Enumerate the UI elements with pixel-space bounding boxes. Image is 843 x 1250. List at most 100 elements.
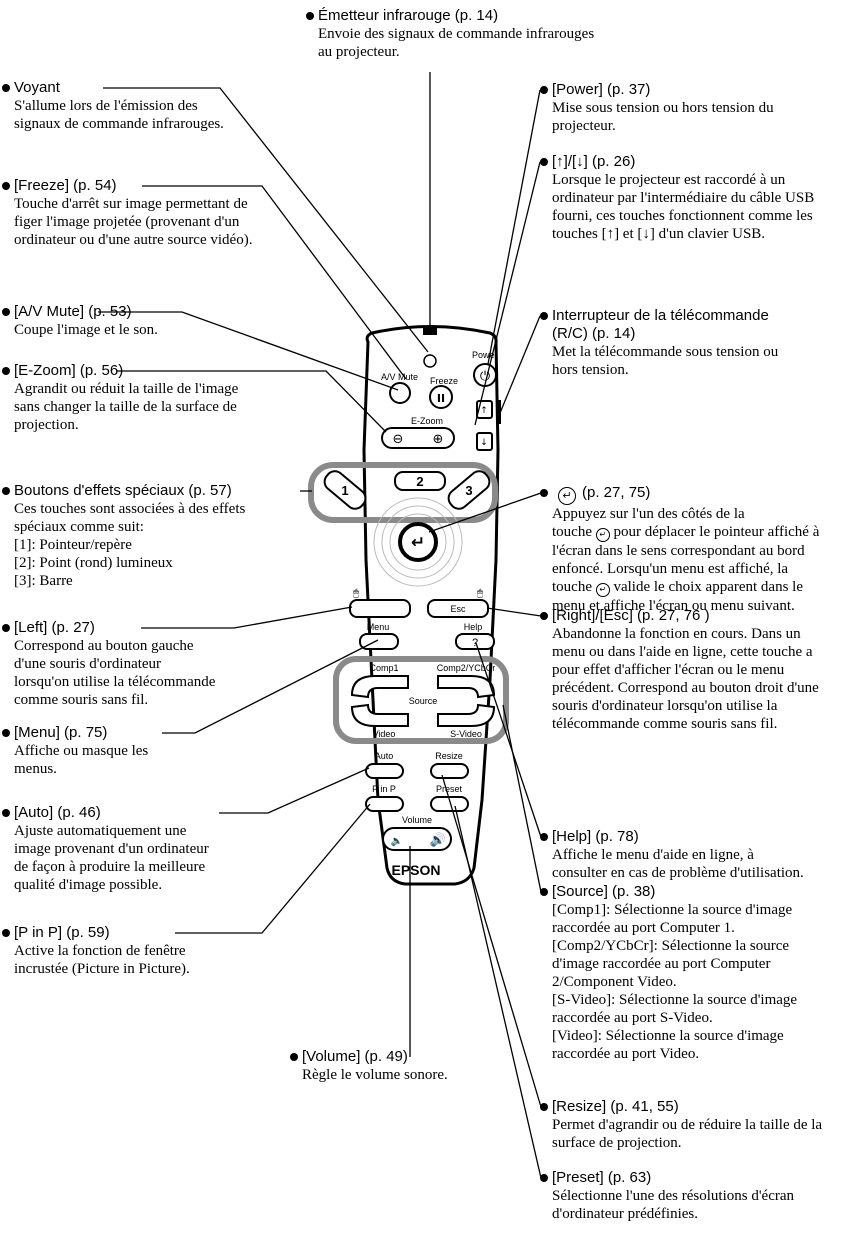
pad-ring-inner <box>389 513 447 571</box>
callout-enter-title-row: ↵ (p. 27, 75) <box>540 484 840 505</box>
pinp-label: P in P <box>372 784 396 794</box>
callout-preset: [Preset] (p. 63) Sélectionne l'une des r… <box>540 1169 840 1223</box>
video-button[interactable] <box>350 703 409 727</box>
comp1-button[interactable] <box>350 675 409 699</box>
zoom-in-icon: ⊕ <box>433 432 444 447</box>
ezoom-button[interactable] <box>381 427 455 449</box>
menu-button[interactable] <box>359 633 399 650</box>
callout-pinp: [P in P] (p. 59) Active la fonction de f… <box>2 924 322 978</box>
enter-desc-4a: touche <box>552 579 592 595</box>
brand-logo: EPSON <box>391 862 440 878</box>
callout-preset-title: [Preset] (p. 63) <box>540 1169 840 1187</box>
callout-avmute-title: [A/V Mute] (p. 53) <box>2 303 322 321</box>
power-icon: ⏻ <box>480 369 490 384</box>
callout-arrows: [↑]/[↓] (p. 26) Lorsque le projecteur es… <box>540 153 840 243</box>
callout-emetteur-title: Émetteur infrarouge (p. 14) <box>306 7 606 25</box>
effect-3-label: 3 <box>465 483 472 498</box>
avmute-button[interactable] <box>389 382 411 404</box>
comp2-button[interactable] <box>437 675 496 699</box>
volume-up-icon: 🔊 <box>430 831 446 848</box>
down-arrow-icon: ↓ <box>480 438 488 448</box>
callout-ezoom-desc: Agrandit ou réduit la taille de l'image … <box>14 381 239 433</box>
pinp-button[interactable] <box>365 796 404 812</box>
callout-freeze: [Freeze] (p. 54) Touche d'arrêt sur imag… <box>2 177 322 249</box>
callout-enter-title: (p. 27, 75) <box>582 484 651 501</box>
callout-emetteur-desc: Envoie des signaux de commande infraroug… <box>318 26 595 60</box>
effect-1-label: 1 <box>341 483 348 498</box>
callout-auto-desc: Ajuste automatiquement une image provena… <box>14 823 209 893</box>
callout-effets-item: [2]: Point (rond) lumineux <box>14 555 173 571</box>
callout-power-desc: Mise sous tension ou hors tension du pro… <box>552 100 774 134</box>
esc-label: Esc <box>450 604 466 614</box>
callout-help-title: [Help] (p. 78) <box>540 828 840 846</box>
enter-icon: ↵ <box>595 583 610 597</box>
enter-desc-2b: pour déplacer le pointeur <box>613 524 764 540</box>
enter-icon: ↵ <box>595 528 610 542</box>
callout-rc-title: Interrupteur de la télécommande <box>540 307 840 325</box>
zoom-out-icon: ⊖ <box>393 432 404 447</box>
enter-desc-1: Appuyez sur l'un des côtés de la <box>552 506 745 522</box>
video-label: Video <box>373 729 396 739</box>
resize-label: Resize <box>435 751 463 761</box>
callout-source-line: [Comp1]: Sélectionne la source d'image r… <box>552 902 793 936</box>
callout-preset-desc: Sélectionne l'une des résolutions d'écra… <box>552 1188 794 1222</box>
power-label: Power <box>472 350 498 360</box>
auto-button[interactable] <box>365 763 404 779</box>
callout-rc-title2: (R/C) (p. 14) <box>552 325 636 342</box>
help-button[interactable] <box>455 633 495 650</box>
resize-button[interactable] <box>430 763 469 779</box>
rc-switch <box>496 400 501 424</box>
callout-enter-desc: Appuyez sur l'un des côtés de la touche … <box>540 505 822 615</box>
callout-help-desc: Affiche le menu d'aide en ligne, à consu… <box>552 847 804 881</box>
callout-menu: [Menu] (p. 75) Affiche ou masque les men… <box>2 724 322 778</box>
effect-button-1[interactable] <box>321 468 369 513</box>
effect-button-3[interactable] <box>445 468 493 513</box>
callout-source-title: [Source] (p. 38) <box>540 883 840 901</box>
callout-left: [Left] (p. 27) Correspond au bouton gauc… <box>2 619 322 709</box>
effect-2-label: 2 <box>416 474 423 489</box>
callout-enter: ↵ (p. 27, 75) Appuyez sur l'un des côtés … <box>540 484 840 615</box>
freeze-button[interactable] <box>429 385 453 409</box>
enter-desc-3: affiché à l'écran dans le sens correspon… <box>552 524 820 577</box>
callout-freeze-title: [Freeze] (p. 54) <box>2 177 322 195</box>
callout-pinp-title: [P in P] (p. 59) <box>2 924 322 942</box>
callout-auto-title: [Auto] (p. 46) <box>2 804 322 822</box>
callout-avmute-desc: Coupe l'image et le son. <box>14 322 158 338</box>
callout-auto: [Auto] (p. 46) Ajuste automatiquement un… <box>2 804 322 894</box>
help-question-icon: ? <box>472 637 478 649</box>
comp2-label: Comp2/YCbCr <box>437 663 496 673</box>
mouse-left-icon: 🖱 <box>353 587 359 599</box>
enter-desc-2a: touche <box>552 524 592 540</box>
callout-voyant: Voyant S'allume lors de l'émission des s… <box>2 79 322 133</box>
freeze-label: Freeze <box>430 376 458 386</box>
enter-button[interactable] <box>398 522 438 562</box>
ir-emitter <box>423 327 437 335</box>
enter-desc-5: dans le menu et affiche l'écran ou menu … <box>552 579 803 614</box>
effects-highlight <box>308 462 498 523</box>
up-arrow-button[interactable] <box>476 400 493 419</box>
preset-label: Preset <box>436 784 463 794</box>
down-arrow-button[interactable] <box>476 432 493 451</box>
mouse-right-icon: 🖱 <box>477 587 483 599</box>
volume-button[interactable] <box>382 827 452 851</box>
callout-voyant-title: Voyant <box>2 79 322 97</box>
volume-down-icon: 🔈 <box>391 836 403 847</box>
enter-icon: ↵ <box>558 487 576 505</box>
preset-button[interactable] <box>430 796 469 812</box>
left-button[interactable] <box>349 599 411 618</box>
callout-help: [Help] (p. 78) Affiche le menu d'aide en… <box>540 828 840 882</box>
callout-freeze-desc: Touche d'arrêt sur image permettant de f… <box>14 196 253 248</box>
callout-effets-title: Boutons d'effets spéciaux (p. 57) <box>2 482 312 500</box>
svideo-button[interactable] <box>437 703 496 727</box>
pause-icon: II <box>437 392 445 405</box>
callout-pinp-desc: Active la fonction de fenêtre incrustée … <box>14 943 190 977</box>
callout-menu-title: [Menu] (p. 75) <box>2 724 322 742</box>
effect-button-2[interactable] <box>394 471 446 491</box>
callout-menu-desc: Affiche ou masque les menus. <box>14 743 149 777</box>
avmute-label: A/V Mute <box>381 372 418 382</box>
callout-effets: Boutons d'effets spéciaux (p. 57) Ces to… <box>2 482 312 590</box>
callout-rightesc-desc: Abandonne la fonction en cours. Dans un … <box>552 626 819 732</box>
callout-left-title: [Left] (p. 27) <box>2 619 322 637</box>
indicator-light <box>423 354 437 368</box>
